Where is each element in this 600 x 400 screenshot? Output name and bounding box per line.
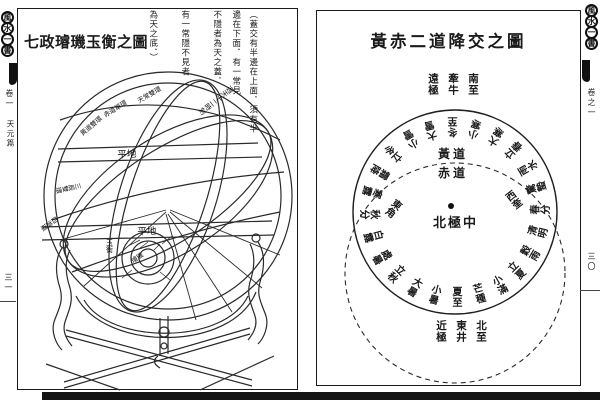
left-page-number: 三一 bbox=[4, 273, 13, 293]
armillary-ring-label: 平地 bbox=[137, 226, 157, 238]
bottom-caption: 北至 東井 近極 bbox=[433, 320, 488, 343]
series-seal-character: 一 bbox=[1, 33, 14, 46]
right-margin-tab bbox=[582, 60, 590, 82]
left-volume-label: 卷一 bbox=[5, 89, 14, 109]
armillary-ring-label: 平地 bbox=[117, 149, 137, 161]
solar-term-label: 冬至 bbox=[449, 116, 460, 138]
left-margin-tab bbox=[9, 63, 17, 85]
left-series-seal: 風水一書 bbox=[1, 11, 14, 57]
top-caption-col-2: 牽牛 bbox=[447, 73, 458, 96]
series-seal-character: 書 bbox=[1, 44, 14, 57]
equator-label: 赤道 bbox=[438, 166, 469, 180]
scan-edge-bar bbox=[42, 392, 600, 400]
solar-term-label: 夏至 bbox=[450, 286, 461, 308]
right-page-number: 三〇 bbox=[587, 252, 596, 272]
right-series-seal: 風水一書 bbox=[585, 4, 598, 50]
solar-term-label: 秋分 bbox=[359, 207, 381, 218]
right-volume-label: 卷之一 bbox=[587, 88, 596, 118]
note-column-4: 有一常隱不見者 bbox=[180, 10, 191, 77]
right-page-title: 黃赤二道降交之圖 bbox=[370, 32, 527, 51]
note-column-2: 邊在下面．有一常見 bbox=[231, 10, 242, 96]
left-page-title: 七政璿璣玉衡之圖 bbox=[24, 35, 149, 51]
bottom-caption-col-1: 北至 bbox=[475, 320, 486, 343]
pole-dot bbox=[448, 203, 454, 209]
bottom-caption-col-2: 東井 bbox=[455, 320, 466, 343]
series-seal-character: 水 bbox=[585, 15, 598, 28]
note-column-1: （蓋交有半邊在上面．須有半 bbox=[248, 10, 259, 134]
right-page-frame bbox=[316, 10, 581, 386]
armillary-ring-label: 玉衡 bbox=[105, 239, 114, 253]
note-column-5: 為天之底．） bbox=[148, 10, 159, 63]
right-page-number-rule bbox=[580, 290, 600, 291]
armillary-sphere-illustration bbox=[41, 71, 293, 391]
top-caption-col-3: 遠極 bbox=[427, 73, 438, 96]
solar-term-label: 春分 bbox=[529, 206, 551, 217]
equator-ecliptic-chart-circles bbox=[344, 109, 566, 384]
ecliptic-label: 黃道 bbox=[438, 147, 469, 161]
left-section-label: 天元篇 bbox=[6, 120, 15, 149]
note-column-3: 不隱者為天之蓋． bbox=[212, 10, 223, 86]
left-page-number-rule bbox=[0, 301, 16, 302]
pole-center-label: 北極中 bbox=[433, 215, 479, 230]
top-caption: 南至 牽牛 遠極 bbox=[425, 73, 480, 96]
series-seal-character: 書 bbox=[585, 37, 598, 50]
bottom-caption-col-3: 近極 bbox=[435, 320, 446, 343]
top-caption-col-1: 南至 bbox=[467, 73, 478, 96]
